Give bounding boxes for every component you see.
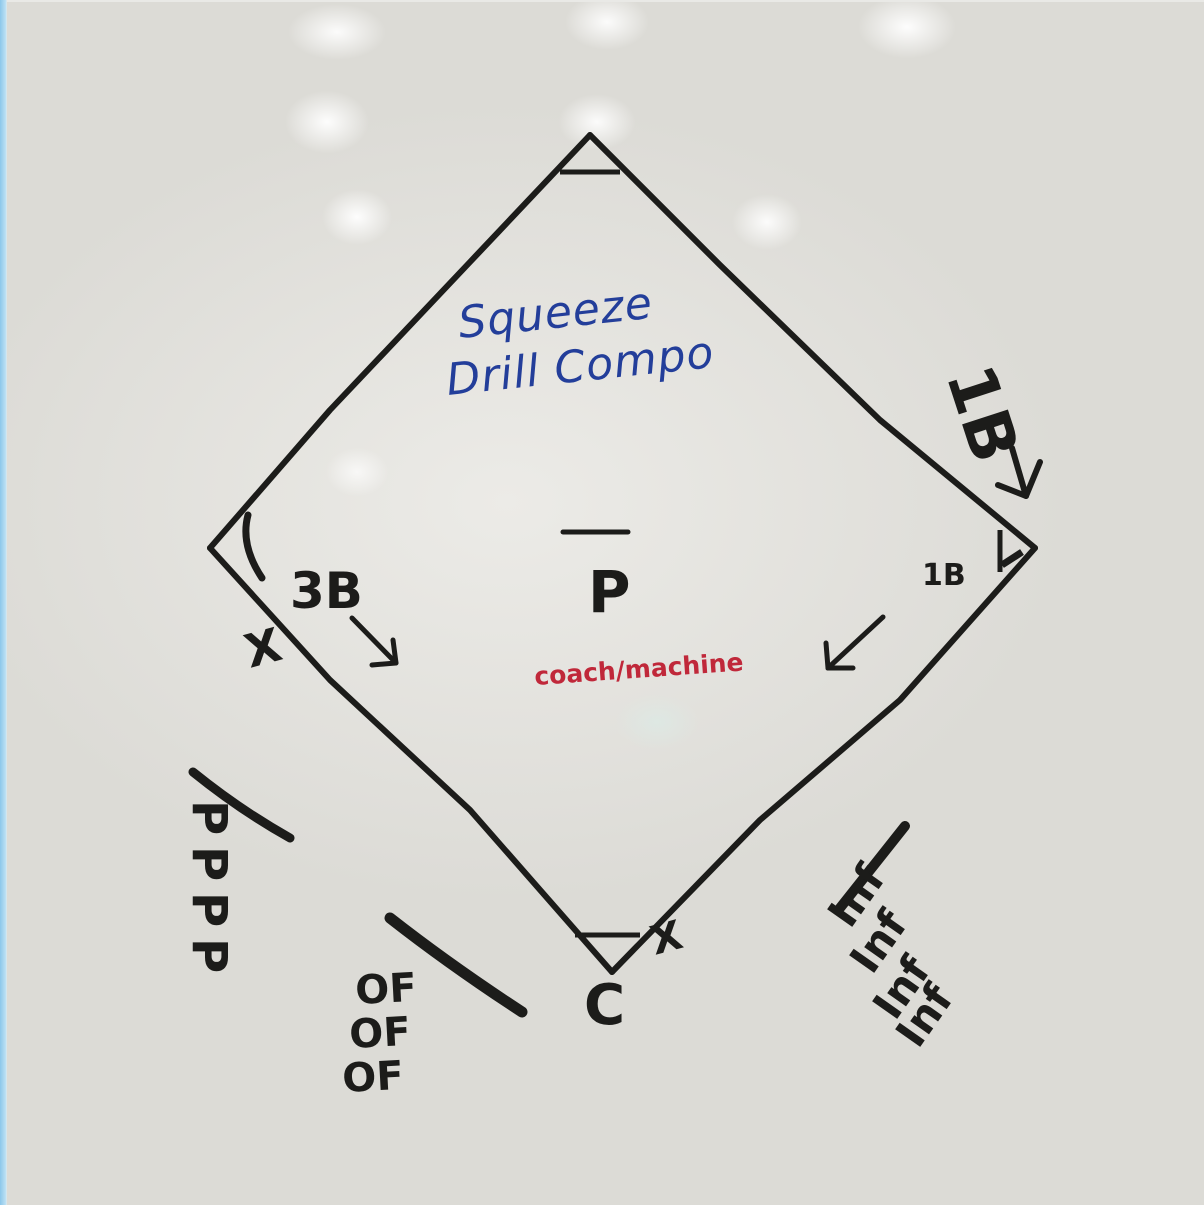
first-base [997, 530, 1024, 572]
first-base-label-outside: 1B [931, 356, 1034, 471]
outfield-queue: OF OF OF [341, 965, 418, 1102]
pitcher-queue-item: P [181, 846, 237, 881]
outfield-queue-item: OF [354, 965, 418, 1014]
catcher-label: C [584, 973, 625, 1038]
pitcher-queue: P P P P [181, 800, 237, 973]
pitcher-queue-item: P [181, 800, 237, 835]
diamond-top-right-line [587, 132, 1038, 551]
outfield-queue-item: OF [341, 1053, 405, 1102]
whiteboard [7, 2, 1204, 1205]
diamond-bottom-left-line [207, 545, 615, 975]
third-base [242, 511, 266, 582]
outfield-queue-line [384, 912, 528, 1018]
outfield-queue-item: OF [348, 1009, 412, 1058]
infield-queue: Inf Inf Inf Inf [818, 855, 963, 1056]
pitcher-queue-item: P [181, 892, 237, 927]
arrow-icon-down-to-first [995, 445, 1043, 499]
arrow-icon-first-to-pitcher [823, 614, 886, 671]
infield-diamond [207, 132, 1038, 975]
diamond-bottom-right-line [609, 545, 1038, 975]
x-mark-home: X [646, 912, 688, 964]
first-base-label-inside: 1B [922, 558, 966, 593]
diamond-top-left-line [207, 132, 593, 551]
pitcher-queue-line [188, 767, 295, 843]
third-base-label: 3B [290, 562, 363, 620]
arrow-icon-third-to-home [349, 615, 399, 668]
pitcher-queue-item: P [181, 938, 237, 973]
pitcher-label: P [588, 558, 631, 626]
infield-queue-line [835, 821, 910, 913]
pitcher-note: coach/machine [533, 647, 744, 691]
